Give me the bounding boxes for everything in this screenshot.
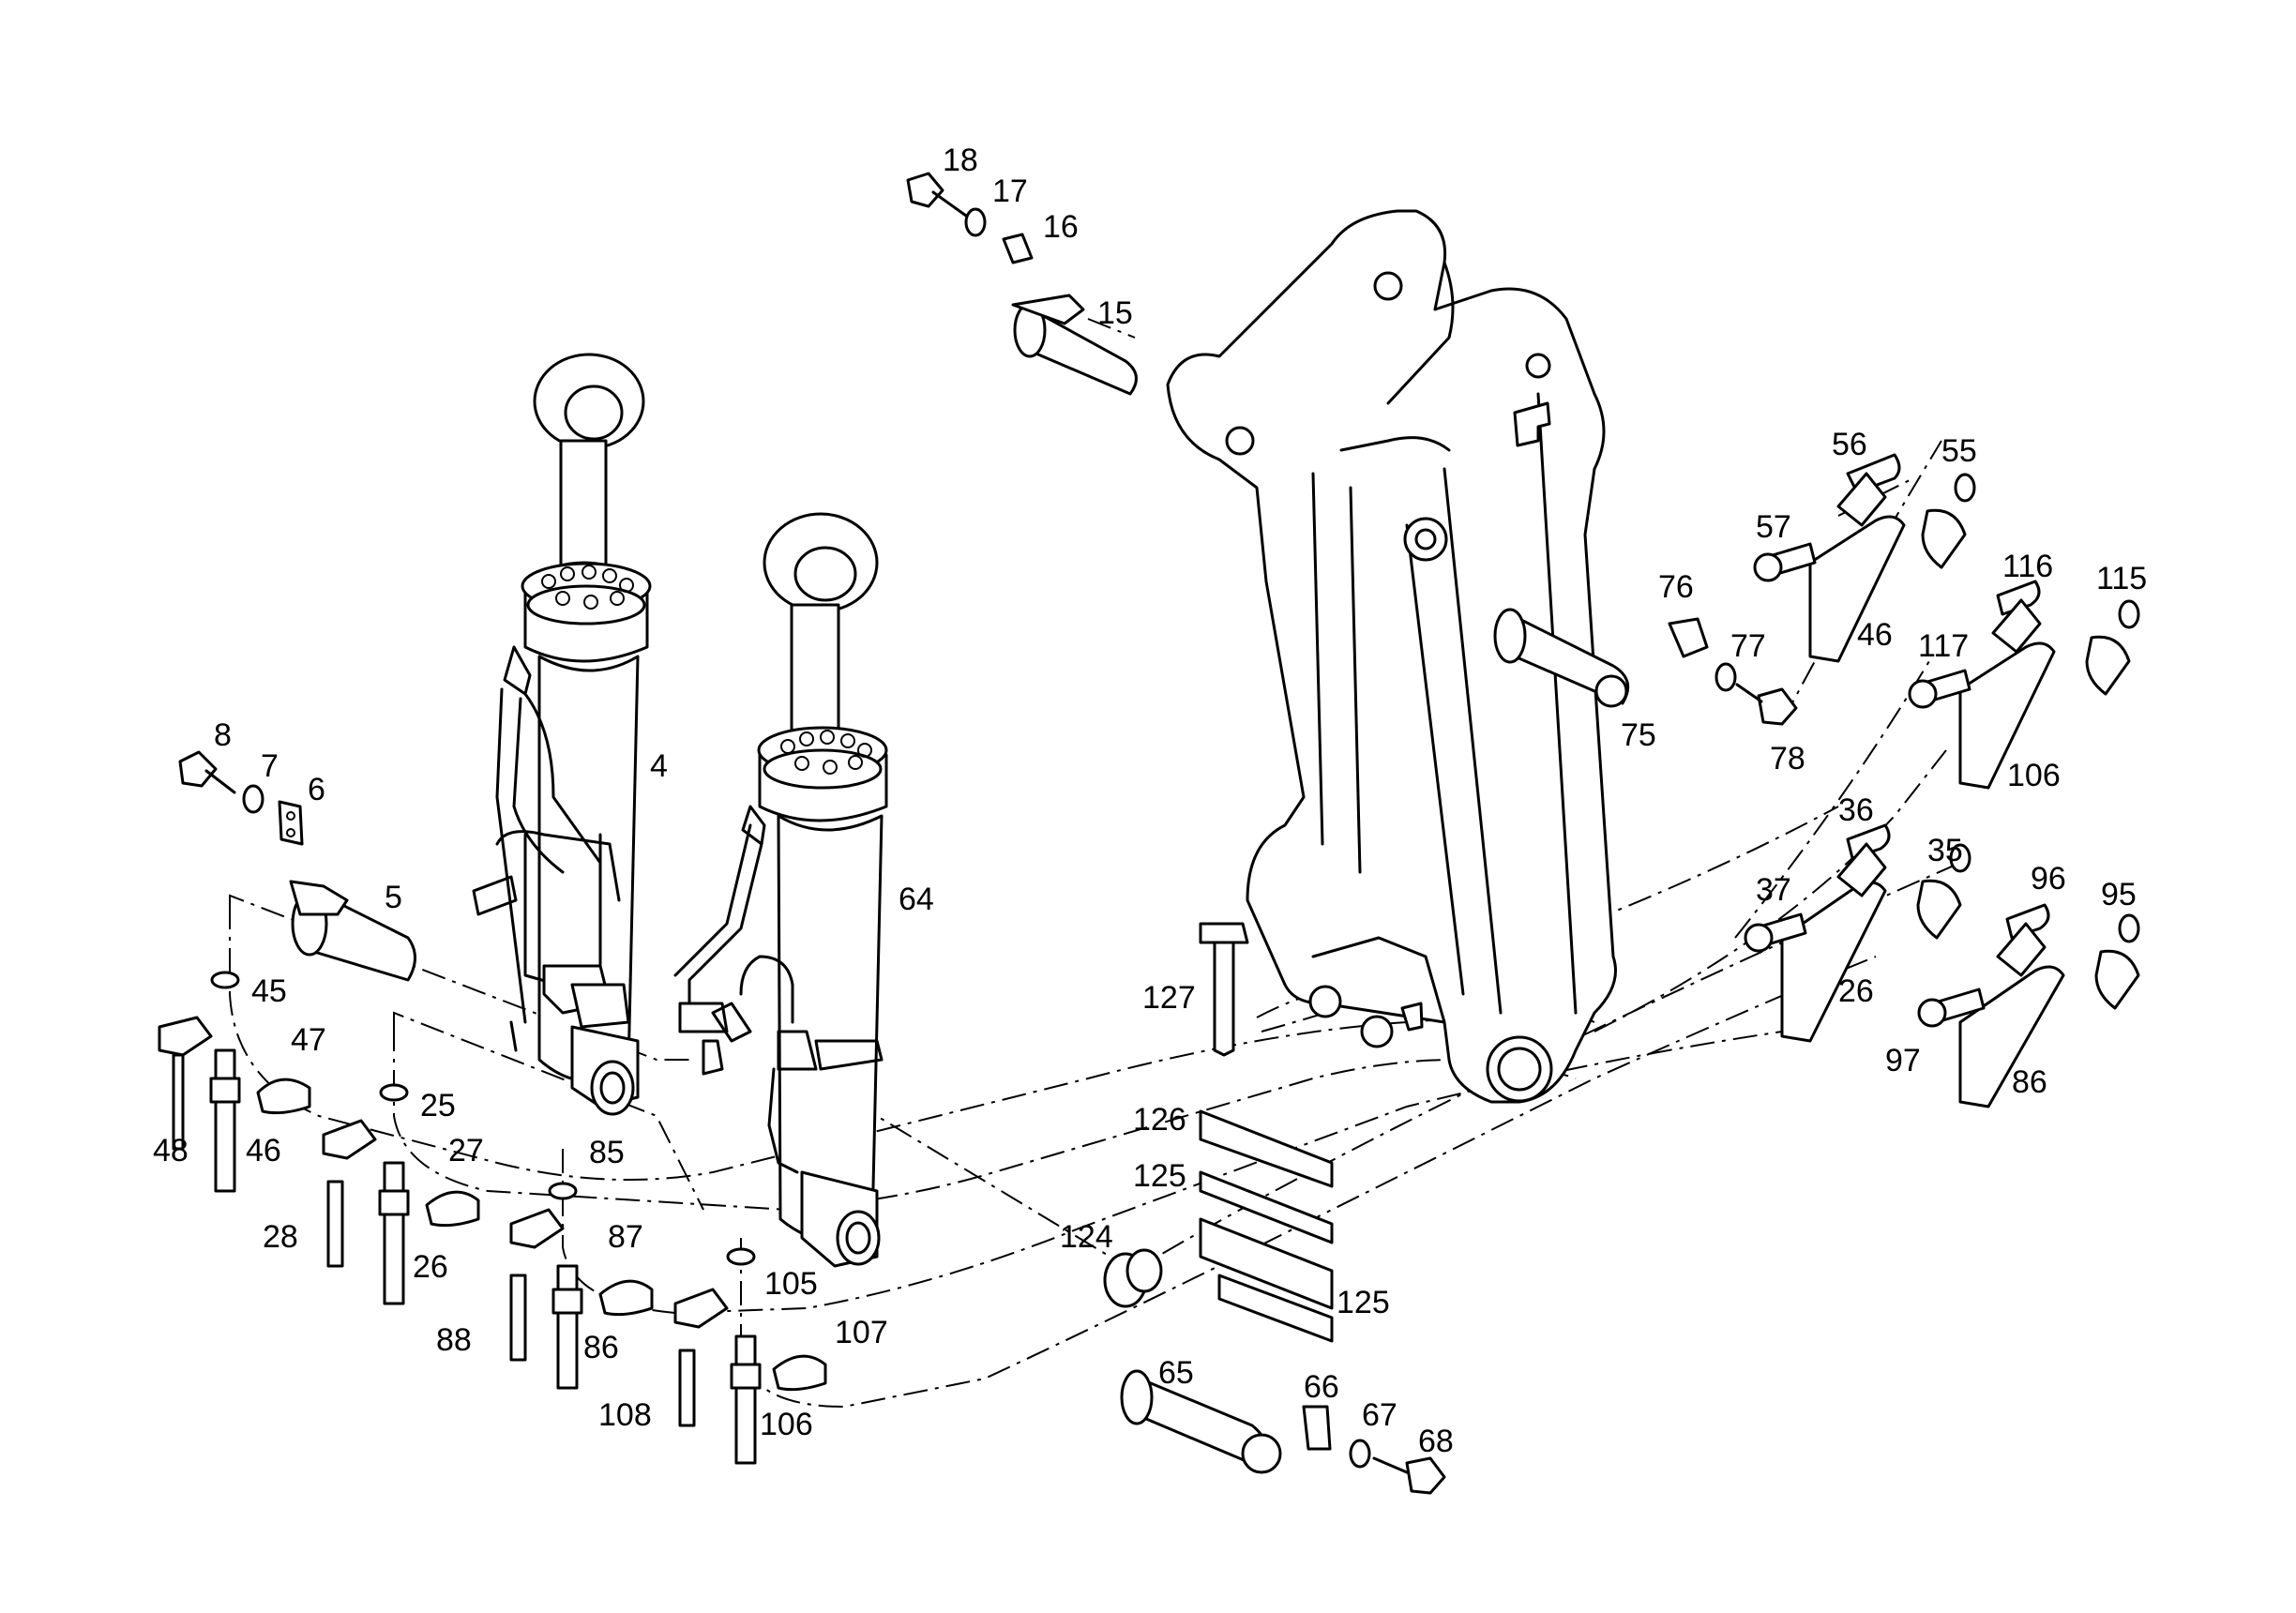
label-part-17: 17 (992, 173, 1028, 209)
label-part-56: 56 (1832, 427, 1867, 462)
pin-5-group (178, 750, 416, 982)
label-part-18: 18 (943, 143, 978, 178)
label-part-46-right: 46 (1857, 617, 1893, 653)
label-part-67: 67 (1362, 1397, 1397, 1433)
label-part-47: 47 (291, 1022, 326, 1058)
label-part-64: 64 (899, 882, 934, 917)
label-part-68: 68 (1418, 1424, 1454, 1459)
label-part-85: 85 (589, 1135, 625, 1170)
label-part-48: 48 (153, 1133, 189, 1168)
label-part-105: 105 (764, 1266, 818, 1302)
label-part-8: 8 (214, 717, 232, 753)
pin-75-group (1493, 608, 1798, 726)
label-part-16: 16 (1043, 209, 1079, 245)
part-number-labels: 4 5 6 7 8 15 16 17 18 25 26 26 27 28 35 … (153, 143, 2147, 1459)
label-part-35: 35 (1927, 833, 1963, 868)
label-part-117: 117 (1918, 628, 1969, 664)
label-part-77: 77 (1730, 628, 1766, 664)
label-part-46-left: 46 (246, 1133, 281, 1168)
label-part-55: 55 (1941, 433, 1977, 469)
label-part-107: 107 (835, 1315, 888, 1350)
cylinder-64-bolt-ring (780, 730, 872, 775)
label-part-126: 126 (1133, 1102, 1186, 1138)
label-part-125-lower: 125 (1337, 1285, 1390, 1320)
label-part-25: 25 (420, 1088, 456, 1123)
label-part-78: 78 (1770, 741, 1805, 776)
label-part-115: 115 (2096, 561, 2147, 596)
label-part-86-right: 86 (2012, 1064, 2047, 1100)
label-part-125-upper: 125 (1133, 1158, 1186, 1194)
label-part-45: 45 (251, 973, 287, 1009)
label-part-116: 116 (2002, 549, 2053, 584)
label-part-65: 65 (1158, 1355, 1194, 1391)
label-part-57: 57 (1756, 509, 1791, 545)
label-part-95: 95 (2101, 877, 2137, 912)
label-part-97: 97 (1885, 1043, 1921, 1078)
hydraulic-cylinder-64 (673, 512, 888, 1268)
label-part-96: 96 (2031, 861, 2066, 897)
label-part-28: 28 (263, 1219, 298, 1255)
label-part-4: 4 (650, 748, 668, 784)
hydraulic-cylinder-4 (472, 353, 652, 1116)
lower-pin-sets (158, 971, 827, 1465)
label-part-108: 108 (598, 1397, 652, 1433)
label-part-86-left: 86 (583, 1330, 619, 1365)
right-pin-sets (1744, 453, 2140, 1108)
label-part-37: 37 (1756, 872, 1791, 908)
clamp-blocks-group (1103, 922, 1334, 1343)
label-part-87: 87 (608, 1219, 643, 1255)
cylinder-4-bolt-ring (541, 565, 634, 610)
label-part-26-left: 26 (413, 1249, 448, 1285)
label-part-124: 124 (1060, 1219, 1113, 1255)
pin-65-group (1120, 1369, 1446, 1495)
label-part-66: 66 (1304, 1369, 1339, 1405)
label-part-26-right: 26 (1838, 973, 1874, 1009)
label-part-75: 75 (1621, 717, 1656, 753)
label-part-36: 36 (1838, 792, 1874, 828)
boom-arm (1166, 209, 1617, 1104)
label-part-88: 88 (436, 1322, 472, 1358)
label-part-15: 15 (1097, 295, 1133, 331)
pin-15-group (906, 172, 1138, 396)
label-part-6: 6 (308, 772, 325, 807)
label-part-76: 76 (1658, 569, 1694, 605)
label-part-5: 5 (385, 880, 402, 915)
label-part-127: 127 (1142, 980, 1196, 1016)
label-part-27: 27 (448, 1133, 484, 1168)
label-part-7: 7 (261, 748, 279, 784)
label-part-106-left: 106 (760, 1407, 813, 1442)
label-part-106-right: 106 (2007, 758, 2061, 793)
